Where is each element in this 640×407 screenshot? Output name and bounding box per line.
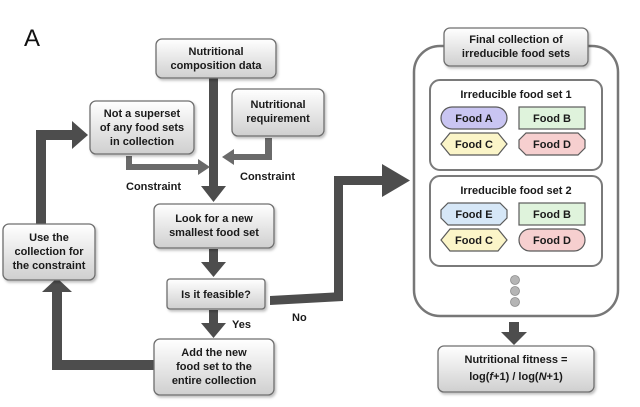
final-collection-line1: Final collection of xyxy=(469,34,563,46)
node-add-new: Add the new food set to the entire colle… xyxy=(153,338,275,396)
node-add-new-line1: Add the new xyxy=(181,347,247,359)
node-is-feasible-label: Is it feasible? xyxy=(181,289,251,301)
arrow-constraint-left xyxy=(126,156,210,175)
food-item-shape xyxy=(518,106,586,130)
node-look-for-new: Look for a new smallest food set xyxy=(153,203,275,249)
node-add-new-line3: entire collection xyxy=(172,375,257,387)
food-item-shape xyxy=(518,202,586,226)
food-set-title: Irreducible food set 2 xyxy=(460,185,571,197)
edge-label-constraint-left: Constraint xyxy=(126,181,181,193)
edge-label-yes: Yes xyxy=(232,319,251,331)
food-set-panel: Irreducible food set 2 Food E Food B Food C… xyxy=(429,175,603,267)
arrow-add-to-use xyxy=(42,278,154,370)
food-item: Food D xyxy=(518,132,586,156)
node-nutritional-data-line1: Nutritional xyxy=(189,46,244,58)
node-not-superset: Not a superset of any food sets in colle… xyxy=(89,100,195,155)
food-item-label: Food B xyxy=(533,113,571,125)
node-use-collection: Use the collection for the constraint xyxy=(2,223,96,281)
food-item-label: Food E xyxy=(455,209,492,221)
fitness-formula-part2: +1) / log( xyxy=(493,371,539,383)
food-set-title: Irreducible food set 1 xyxy=(460,89,571,101)
food-item-shape xyxy=(518,132,586,156)
arrow-data-to-look xyxy=(201,78,226,202)
node-look-for-new-line1: Look for a new xyxy=(175,213,253,225)
food-item-label: Food B xyxy=(533,209,571,221)
arrow-feasible-to-add xyxy=(201,310,226,338)
food-set-panel: Irreducible food set 1 Food A Food B Food C… xyxy=(429,79,603,171)
food-item: Food C xyxy=(440,228,508,252)
food-item-shape xyxy=(440,106,508,130)
food-item-shape xyxy=(440,228,508,252)
arrows xyxy=(36,78,527,370)
arrow-look-to-feasible xyxy=(201,249,226,277)
node-add-new-line2: food set to the xyxy=(176,361,252,373)
fitness-formula-var-n: N xyxy=(539,371,548,383)
node-nutritional-fitness: Nutritional fitness = log(f+1) / log(N+1… xyxy=(437,345,595,393)
more-sets-ellipsis xyxy=(510,275,520,307)
panel-label: A xyxy=(24,25,40,52)
node-final-collection-title: Final collection of irreducible food set… xyxy=(443,27,589,67)
edge-label-no: No xyxy=(292,312,307,324)
node-not-superset-line1: Not a superset xyxy=(104,108,181,120)
food-item: Food E xyxy=(440,202,508,226)
ellipsis-dot-1 xyxy=(510,275,520,285)
food-item: Food D xyxy=(518,228,586,252)
arrow-feasible-to-final xyxy=(270,164,410,305)
food-item: Food B xyxy=(518,202,586,226)
node-nutritional-requirement-line2: requirement xyxy=(246,113,310,125)
node-nutritional-requirement: Nutritional requirement xyxy=(231,88,325,137)
fitness-formula-var-f: f xyxy=(489,371,494,383)
node-use-collection-line1: Use the xyxy=(29,232,69,244)
food-item-label: Food D xyxy=(533,235,571,247)
food-item: Food A xyxy=(440,106,508,130)
fitness-formula: log(f+1) / log(N+1) xyxy=(469,371,563,383)
node-nutritional-data-line2: composition data xyxy=(170,60,262,72)
node-not-superset-line3: in collection xyxy=(110,136,174,148)
food-item-label: Food A xyxy=(455,113,493,125)
final-collection-line2: irreducible food sets xyxy=(462,48,570,60)
food-item-label: Food C xyxy=(455,139,493,151)
fitness-formula-part1: log( xyxy=(469,371,489,383)
node-is-feasible: Is it feasible? xyxy=(166,278,266,310)
food-item-shape xyxy=(440,202,508,226)
ellipsis-dot-2 xyxy=(510,286,520,296)
node-not-superset-line2: of any food sets xyxy=(100,122,184,134)
node-nutritional-data: Nutritional composition data xyxy=(155,38,277,79)
fitness-line1: Nutritional fitness = xyxy=(465,354,568,366)
fitness-formula-part3: +1) xyxy=(547,371,564,383)
food-item: Food C xyxy=(440,132,508,156)
node-use-collection-line2: collection for xyxy=(14,246,84,258)
ellipsis-dot-3 xyxy=(510,297,520,307)
food-sets: Irreducible food set 1 Food A Food B Food C… xyxy=(429,79,603,267)
arrow-use-to-notsuperset xyxy=(36,121,88,224)
food-item-shape xyxy=(518,228,586,252)
arrow-final-to-fitness xyxy=(501,322,527,345)
node-use-collection-line3: the constraint xyxy=(13,260,86,272)
edge-label-constraint-right: Constraint xyxy=(240,171,295,183)
food-item: Food B xyxy=(518,106,586,130)
food-item-shape xyxy=(440,132,508,156)
arrow-constraint-right xyxy=(222,138,272,165)
food-item-label: Food C xyxy=(455,235,493,247)
food-item-label: Food D xyxy=(533,139,571,151)
node-nutritional-requirement-line1: Nutritional xyxy=(251,99,306,111)
node-look-for-new-line2: smallest food set xyxy=(169,227,259,239)
